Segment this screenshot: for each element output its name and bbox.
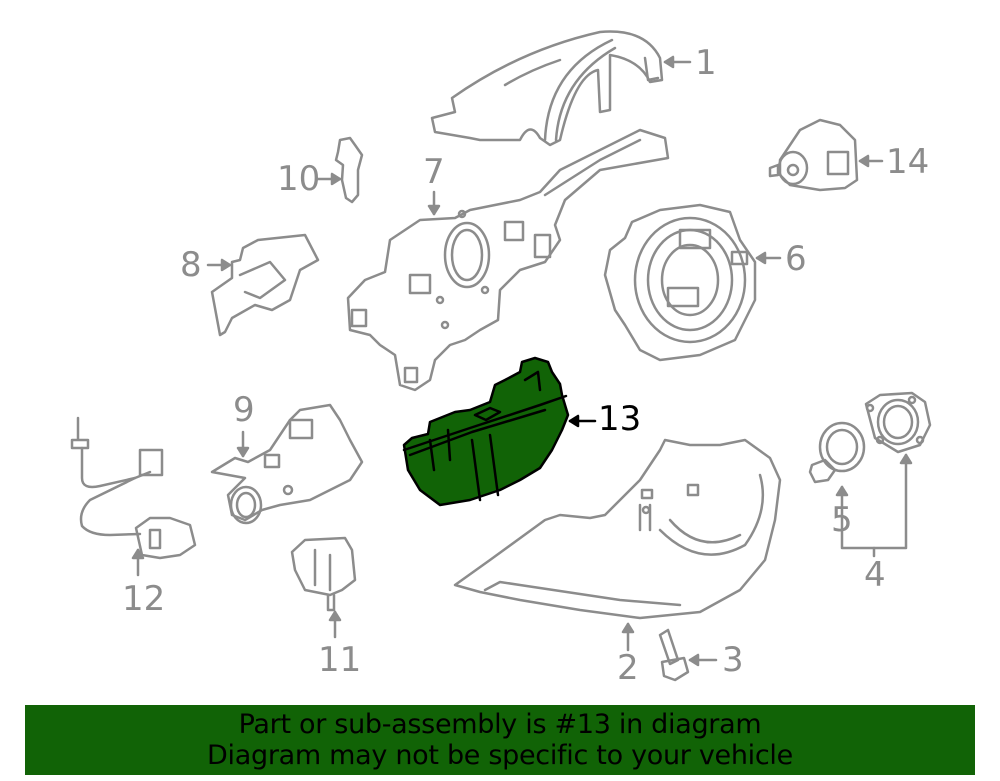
part-7-combination-switch[interactable]: [346, 128, 670, 392]
part-14-lock-cylinder[interactable]: [768, 118, 859, 192]
part-11-switch[interactable]: [290, 536, 357, 612]
callout-13[interactable]: 13: [598, 399, 642, 439]
callout-10[interactable]: 10: [277, 159, 321, 199]
callout-6[interactable]: 6: [785, 239, 807, 279]
part-1-upper-shroud[interactable]: [430, 30, 664, 147]
part-10-clip[interactable]: [334, 136, 364, 204]
banner-line-disclaimer: Diagram may not be specific to your vehi…: [207, 740, 793, 771]
callout-12[interactable]: 12: [122, 579, 166, 619]
notice-banner: Part or sub-assembly is #13 in diagram D…: [25, 705, 975, 775]
part-9-ignition-housing[interactable]: [210, 403, 364, 525]
callout-5[interactable]: 5: [831, 500, 853, 540]
callout-14[interactable]: 14: [886, 142, 930, 182]
banner-line-part-number: Part or sub-assembly is #13 in diagram: [238, 709, 762, 740]
callout-2[interactable]: 2: [617, 648, 639, 688]
part-5-ring-sensor[interactable]: [808, 421, 866, 484]
part-8-bracket[interactable]: [210, 233, 320, 337]
part-3-bolt[interactable]: [658, 628, 690, 682]
callout-11[interactable]: 11: [318, 640, 362, 680]
callout-8[interactable]: 8: [180, 245, 202, 285]
part-4-flange[interactable]: [864, 391, 932, 454]
part-13-highlighted-cover[interactable]: [402, 356, 570, 507]
leader-line-13: [568, 414, 597, 428]
callout-7[interactable]: 7: [423, 152, 445, 192]
callout-1[interactable]: 1: [695, 43, 717, 83]
callout-4[interactable]: 4: [864, 555, 886, 595]
leader-lines: [131, 55, 913, 667]
part-6-clock-spring[interactable]: [603, 203, 757, 362]
callout-9[interactable]: 9: [233, 390, 255, 430]
part-2-lower-shroud[interactable]: [453, 438, 782, 620]
callout-3[interactable]: 3: [722, 640, 744, 680]
parts-diagram: [70, 30, 932, 682]
part-12-harness-antenna[interactable]: [70, 416, 197, 560]
